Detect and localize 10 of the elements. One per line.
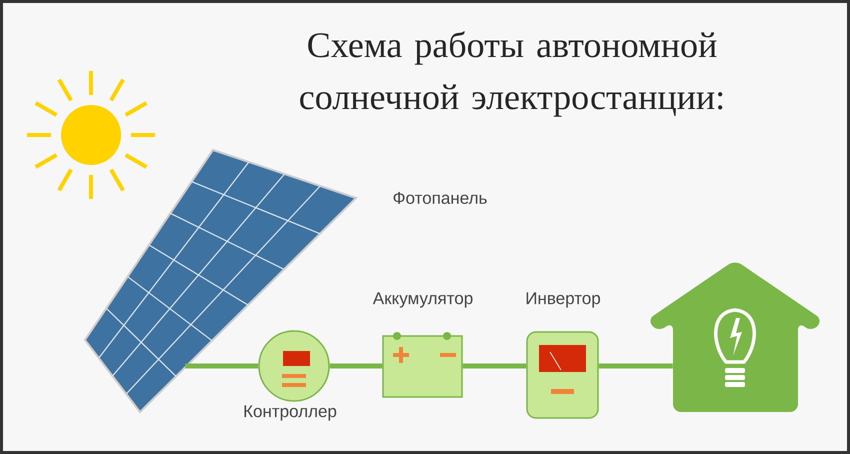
house-drawing — [650, 262, 820, 412]
connector-line — [185, 364, 258, 368]
component-label: Инвертор — [526, 292, 600, 308]
connector-line — [598, 364, 673, 368]
connector-line — [330, 364, 382, 368]
component-label: Аккумулятор — [372, 292, 472, 308]
connector-line — [462, 364, 526, 368]
component-label: Фотопанель — [394, 192, 487, 204]
title: Схема работы автономной солнечной электростанции: — [300, 31, 722, 117]
component-label: Контроллер — [244, 405, 336, 421]
